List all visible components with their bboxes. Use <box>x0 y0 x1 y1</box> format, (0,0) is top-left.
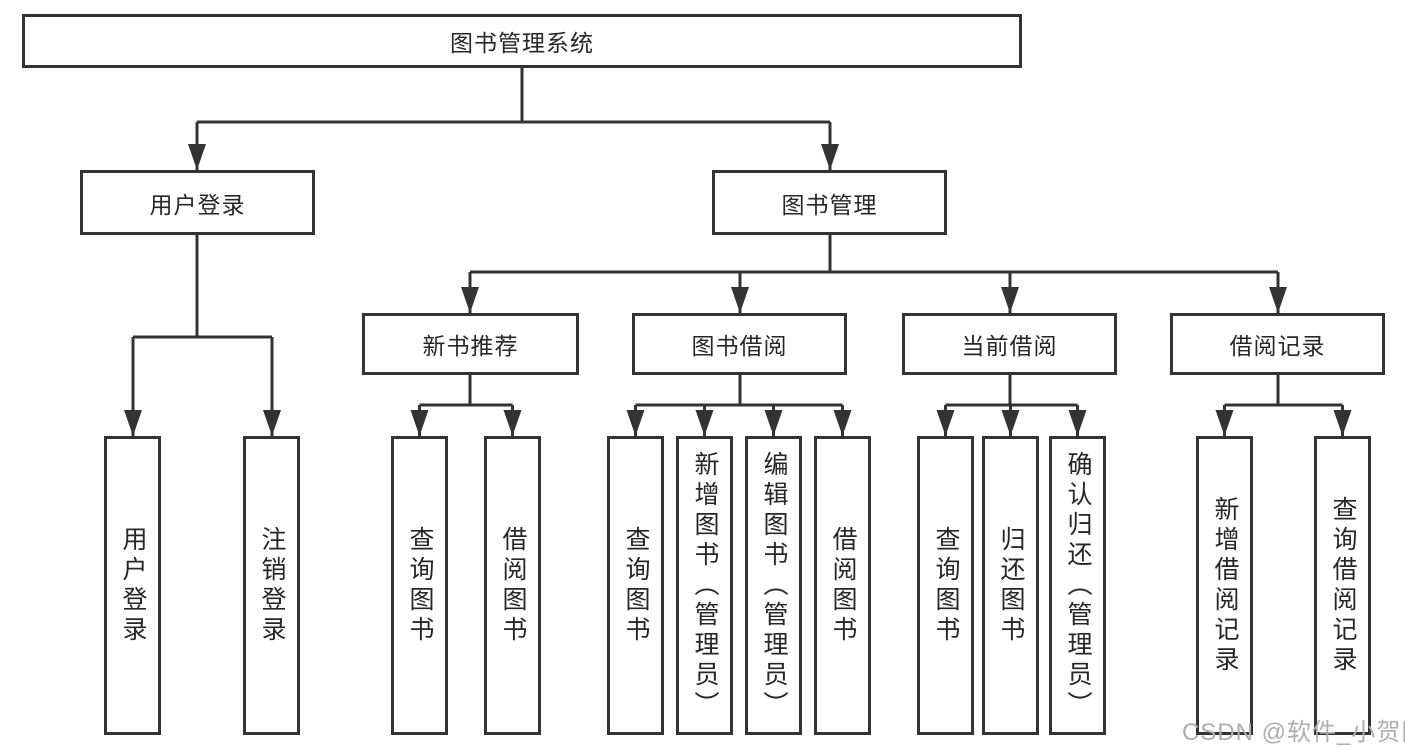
node-book-management: 图书管理 <box>712 170 947 235</box>
node-book-borrowing: 图书借阅 <box>632 313 847 375</box>
leaf-add-book-admin: 新增图书（管理员） <box>676 436 733 735</box>
leaf-return-books: 归还图书 <box>982 436 1039 735</box>
node-borrow-records: 借阅记录 <box>1170 313 1385 375</box>
leaf-query-books-borrowing: 查询图书 <box>607 436 664 735</box>
leaf-edit-book-admin: 编辑图书（管理员） <box>745 436 802 735</box>
leaf-borrow-books-recommend: 借阅图书 <box>484 436 541 735</box>
leaf-query-books-recommend: 查询图书 <box>391 436 448 735</box>
leaf-logout: 注销登录 <box>243 436 300 735</box>
leaf-borrow-books-borrowing: 借阅图书 <box>814 436 871 735</box>
arrowheads <box>124 144 1352 436</box>
leaf-confirm-return-admin: 确认归还（管理员） <box>1049 436 1106 735</box>
leaf-add-borrow-record: 新增借阅记录 <box>1196 436 1253 735</box>
leaf-query-books-current: 查询图书 <box>917 436 974 735</box>
node-new-book-recommendation: 新书推荐 <box>362 313 579 375</box>
node-current-borrowing: 当前借阅 <box>902 313 1117 375</box>
leaf-query-borrow-record: 查询借阅记录 <box>1314 436 1371 735</box>
node-user-login: 用户登录 <box>80 170 315 235</box>
leaf-user-login: 用户登录 <box>104 436 161 735</box>
csdn-watermark: CSDN @软件_小贺同学 <box>1182 719 1405 746</box>
node-library-system: 图书管理系统 <box>22 14 1022 68</box>
